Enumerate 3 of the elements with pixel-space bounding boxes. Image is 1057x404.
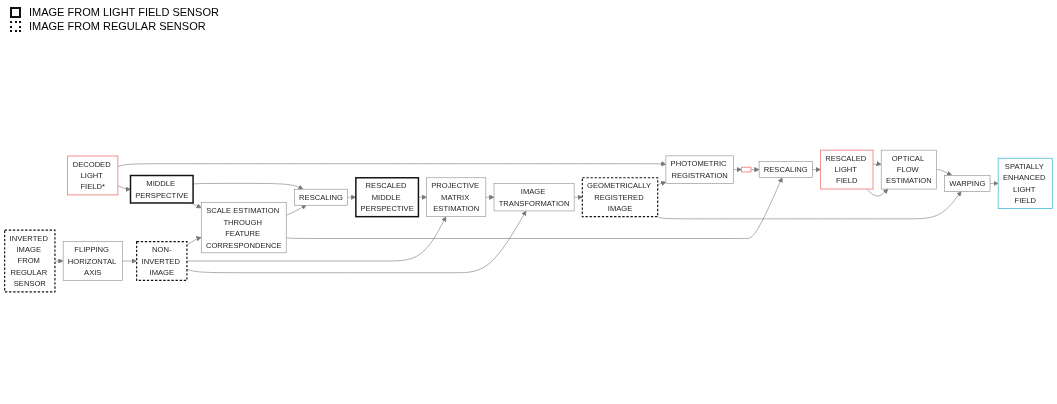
- legend-text: IMAGE FROM LIGHT FIELD SENSOR: [29, 6, 219, 18]
- legend-text: IMAGE FROM REGULAR SENSOR: [29, 20, 206, 32]
- node-box: [741, 166, 752, 173]
